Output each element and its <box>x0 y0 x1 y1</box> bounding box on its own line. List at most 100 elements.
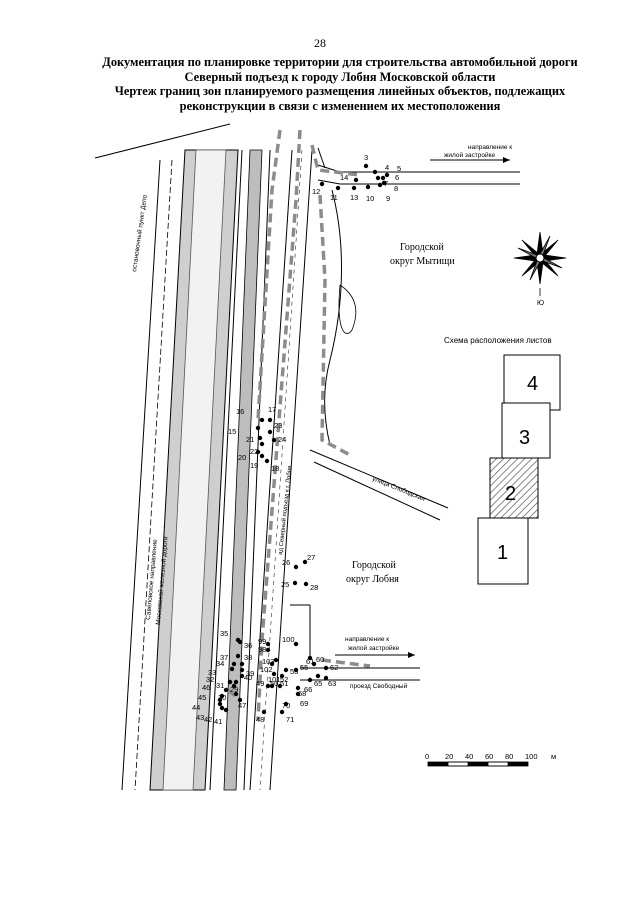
district-mytishchi-line1: Городской <box>400 242 444 253</box>
boundary-point-39 <box>239 667 245 673</box>
boundary-point-label-41: 41 <box>214 717 222 726</box>
boundary-point-98 <box>265 647 271 653</box>
boundary-point-30 <box>233 691 239 697</box>
boundary-point-label-49: 49 <box>256 679 264 688</box>
scale-tick-80: 80 <box>505 752 513 761</box>
boundary-point-38 <box>239 661 245 667</box>
boundary-points: 3456789101112131415161718192021222324252… <box>192 153 401 726</box>
boundary-point-label-21: 21 <box>246 435 254 444</box>
boundary-point-66 <box>307 677 313 683</box>
passage-svobodny-label: проезд Свободный <box>350 682 408 690</box>
boundary-point-19 <box>259 453 265 459</box>
boundary-point-label-52: 52 <box>280 675 288 684</box>
scale-tick-0: 0 <box>425 752 429 761</box>
boundary-point-label-3: 3 <box>364 153 368 162</box>
boundary-point-label-37: 37 <box>220 653 228 662</box>
boundary-point-69 <box>295 691 301 697</box>
boundary-point-label-25: 25 <box>281 580 289 589</box>
boundary-point-10 <box>365 184 371 190</box>
boundary-point-31 <box>231 683 237 689</box>
boundary-point-48 <box>261 709 267 715</box>
frame-line <box>94 123 231 159</box>
boundary-point-45 <box>219 693 225 699</box>
boundary-point-label-4: 4 <box>385 163 389 172</box>
sheet-3-label: 3 <box>519 427 530 449</box>
compass-rose-icon <box>513 231 567 296</box>
boundary-point-label-12: 12 <box>312 187 320 196</box>
boundary-point-101 <box>271 671 277 677</box>
boundary-point-68 <box>295 685 301 691</box>
boundary-point-label-24: 24 <box>278 435 286 444</box>
boundary-point-label-19: 19 <box>250 461 258 470</box>
street-slobodskaya-label: улица Слободская <box>371 474 427 503</box>
boundary-point-label-9: 9 <box>386 194 390 203</box>
road-north-label: ад Северный подъезд к г. Лобня <box>277 465 293 555</box>
street-slobodskaya <box>309 449 449 521</box>
boundary-point-40 <box>239 673 245 679</box>
boundary-point-label-70: 70 <box>282 701 290 710</box>
boundary-point-label-100: 100 <box>282 635 295 644</box>
boundary-point-label-48: 48 <box>256 715 264 724</box>
boundary-point-43 <box>217 701 223 707</box>
boundary-point-label-29: 29 <box>230 685 238 694</box>
sheet-1-label: 1 <box>497 542 508 564</box>
boundary-point-7 <box>375 175 381 181</box>
boundary-point-37 <box>235 653 241 659</box>
direction-top-line2: жилой застройке <box>444 151 495 159</box>
boundary-point-99 <box>265 641 271 647</box>
boundary-point-label-98: 98 <box>258 645 266 654</box>
boundary-point-label-43: 43 <box>196 713 204 722</box>
boundary-point-36 <box>237 639 243 645</box>
boundary-point-50 <box>269 683 275 689</box>
boundary-point-label-55: 55 <box>300 663 308 672</box>
boundary-point-71 <box>279 709 285 715</box>
boundary-point-52 <box>279 673 285 679</box>
boundary-point-8 <box>381 180 387 186</box>
boundary-point-label-15: 15 <box>228 427 236 436</box>
boundary-point-103 <box>273 657 279 663</box>
boundary-point-label-99: 99 <box>258 637 266 646</box>
boundary-point-23 <box>267 429 273 435</box>
boundary-point-label-31: 31 <box>216 681 224 690</box>
boundary-point-15 <box>255 425 261 431</box>
boundary-point-label-44: 44 <box>192 703 200 712</box>
boundary-point-label-39: 39 <box>246 669 254 678</box>
boundary-point-102 <box>269 661 275 667</box>
district-lobnya-line1: Городской <box>352 560 396 571</box>
boundary-point-28 <box>303 581 309 587</box>
boundary-point-25 <box>292 580 298 586</box>
boundary-point-46 <box>223 687 229 693</box>
compass-south-label: Ю <box>537 300 544 307</box>
zone-boundary <box>226 129 371 721</box>
boundary-point-label-23: 23 <box>274 421 282 430</box>
boundary-point-label-35: 35 <box>220 629 228 638</box>
sheet-2-label: 2 <box>505 483 516 505</box>
sheet-2 <box>489 457 539 519</box>
boundary-point-20 <box>255 449 261 455</box>
scale-tick-100: 100 <box>525 752 538 761</box>
boundary-point-label-53: 53 <box>290 667 298 676</box>
direction-bottom-line1: направление к <box>345 636 389 643</box>
direction-top-line1: направление к <box>468 144 512 151</box>
boundary-point-41 <box>223 707 229 713</box>
boundary-point-label-13: 13 <box>350 193 358 202</box>
boundary-point-9 <box>377 182 383 188</box>
boundary-point-label-5: 5 <box>397 164 401 173</box>
district-lobnya-line2: округ Лобня <box>346 574 399 585</box>
district-mytishchi-line2: округ Мытищи <box>390 256 455 267</box>
document-title: Документация по планировке территории дл… <box>40 55 640 113</box>
boundary-point-label-63: 63 <box>328 679 336 688</box>
boundary-point-label-102: 102 <box>260 665 273 674</box>
boundary-point-label-11: 11 <box>330 193 338 202</box>
boundary-point-24 <box>271 437 277 443</box>
direction-arrow-top <box>430 157 510 163</box>
boundary-point-3 <box>363 163 369 169</box>
main-road <box>249 149 313 791</box>
boundary-point-label-65: 65 <box>314 679 322 688</box>
boundary-point-label-42: 42 <box>204 715 212 724</box>
boundary-point-6 <box>380 175 386 181</box>
ramp-inner <box>338 284 357 334</box>
boundary-point-63 <box>323 675 329 681</box>
boundary-point-70 <box>283 701 289 707</box>
